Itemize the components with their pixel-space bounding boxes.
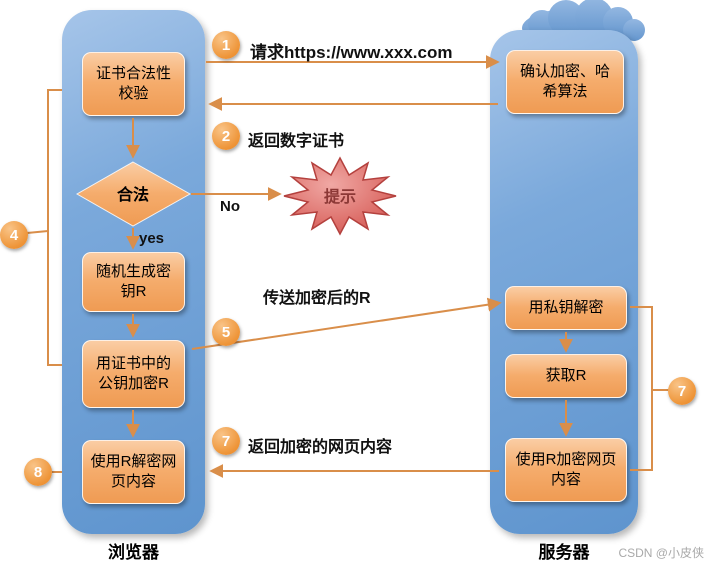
step-badge-8: 8 (24, 458, 52, 486)
step-badge-7-right: 7 (668, 377, 696, 405)
step-badge-5: 5 (212, 318, 240, 346)
confirm-algorithm-box: 确认加密、哈希算法 (506, 50, 624, 114)
left-bracket (47, 89, 62, 366)
step-badge-1: 1 (212, 31, 240, 59)
step-badge-4: 4 (0, 221, 28, 249)
encrypt-content-box: 使用R加密网页内容 (505, 438, 627, 502)
server-label: 服务器 (538, 543, 590, 562)
alert-star: 提示 (283, 156, 397, 236)
return-encrypted-page-label: 返回加密的网页内容 (248, 439, 393, 456)
request-arrow-label: 请求https://www.xxx.com (250, 43, 453, 62)
step-badge-2: 2 (212, 122, 240, 150)
yes-label: yes (139, 230, 165, 247)
cert-check-box: 证书合法性校验 (82, 52, 185, 116)
no-label: No (220, 198, 240, 215)
step-badge-7-left: 7 (212, 427, 240, 455)
alert-label: 提示 (324, 188, 356, 206)
private-key-decrypt-box: 用私钥解密 (505, 286, 627, 330)
generate-key-box: 随机生成密钥R (82, 252, 185, 312)
watermark: CSDN @小皮侠 (618, 546, 704, 560)
get-r-box: 获取R (505, 354, 627, 398)
left-bracket-connector (26, 230, 49, 234)
browser-label: 浏览器 (108, 543, 159, 562)
encrypt-key-box: 用证书中的公钥加密R (82, 340, 185, 408)
decrypt-content-box: 使用R解密网页内容 (82, 440, 185, 504)
send-encrypted-r-label: 传送加密后的R (263, 290, 371, 307)
return-cert-arrow-label: 返回数字证书 (248, 133, 345, 150)
